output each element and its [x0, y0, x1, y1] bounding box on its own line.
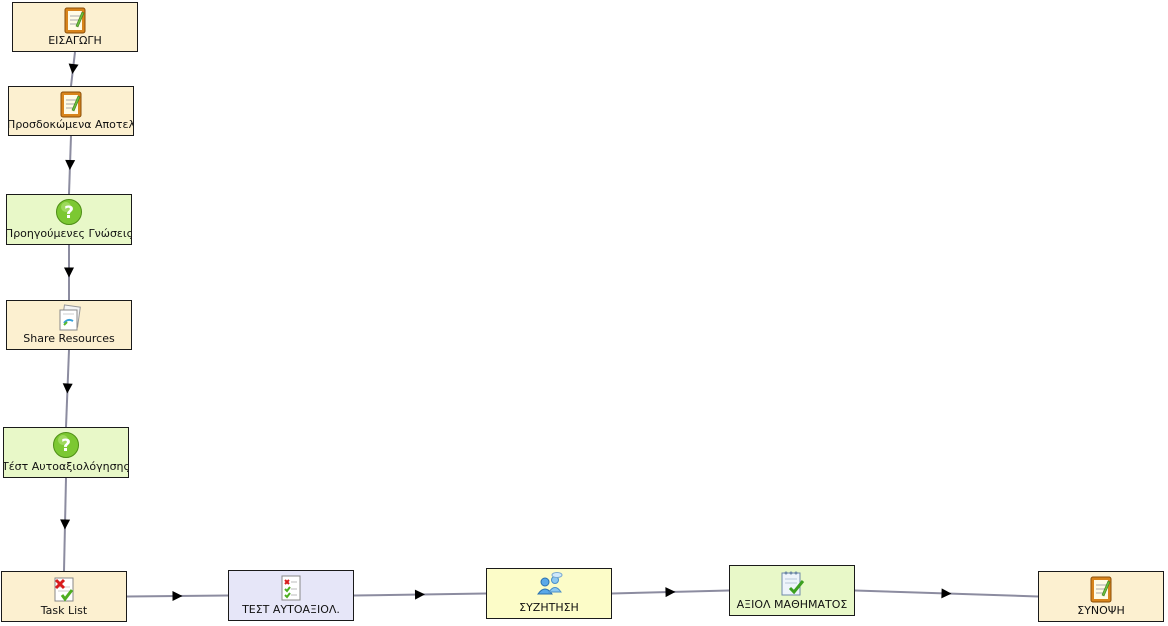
node-label: ΑΞΙΟΛ ΜΑΘΗΜΑΤΟΣ: [736, 598, 848, 611]
notepad-icon: [57, 90, 85, 118]
edge-arrowhead: [414, 589, 425, 600]
edge-arrowhead: [64, 267, 74, 278]
node-label: ΣΥΖΗΤΗΣΗ: [519, 601, 579, 614]
edge-arrowhead: [665, 587, 676, 598]
node-label: Share Resources: [23, 332, 115, 345]
node-label: ΣΥΝΟΨΗ: [1077, 604, 1125, 617]
edge-arrowhead: [60, 519, 71, 530]
question-icon: ?: [52, 431, 80, 459]
node-task-list[interactable]: Task List: [1, 571, 127, 622]
node-label: Τέστ Αυτοαξιολόγησης: [3, 460, 129, 473]
evaluation-notepad-icon: [778, 569, 806, 597]
notepad-icon: [1087, 575, 1115, 603]
test-checklist-icon: [277, 574, 305, 602]
node-test-aftoaxiologisis[interactable]: ? Τέστ Αυτοαξιολόγησης: [3, 427, 129, 478]
task-list-icon: [50, 575, 78, 603]
edge-arrowhead: [941, 588, 952, 599]
node-label: ΕΙΣΑΓΩΓΗ: [48, 34, 102, 47]
edge-arrowhead: [68, 63, 79, 74]
node-test-aftoaxiol[interactable]: ΤΕΣΤ ΑΥΤΟΑΞΙΟΛ.: [228, 570, 354, 621]
node-synopsi[interactable]: ΣΥΝΟΨΗ: [1038, 571, 1164, 622]
node-axiol-mathimatos[interactable]: ΑΞΙΟΛ ΜΑΘΗΜΑΤΟΣ: [729, 565, 855, 616]
node-label: Προσδοκώμενα Αποτελ: [8, 118, 134, 131]
node-prosdokomena-apotel[interactable]: Προσδοκώμενα Αποτελ: [8, 86, 134, 136]
node-eisagogi[interactable]: ΕΙΣΑΓΩΓΗ: [12, 2, 138, 52]
share-resources-icon: [55, 304, 83, 332]
notepad-icon: [61, 6, 89, 34]
node-label: ΤΕΣΤ ΑΥΤΟΑΞΙΟΛ.: [242, 603, 340, 616]
svg-text:?: ?: [64, 203, 74, 223]
edge-arrowhead: [172, 591, 183, 602]
node-syzitisi[interactable]: ΣΥΖΗΤΗΣΗ: [486, 568, 612, 619]
question-icon: ?: [55, 198, 83, 226]
edge-arrowhead: [62, 383, 73, 394]
node-share-resources[interactable]: Share Resources: [6, 300, 132, 350]
chat-users-icon: [535, 572, 563, 600]
node-proigoumenes-gnoseis[interactable]: ? Προηγούμενες Γνώσεις: [6, 194, 132, 245]
edge-arrowhead: [65, 159, 76, 170]
svg-text:?: ?: [61, 436, 71, 456]
node-label: Task List: [40, 604, 88, 617]
node-label: Προηγούμενες Γνώσεις: [6, 227, 132, 240]
